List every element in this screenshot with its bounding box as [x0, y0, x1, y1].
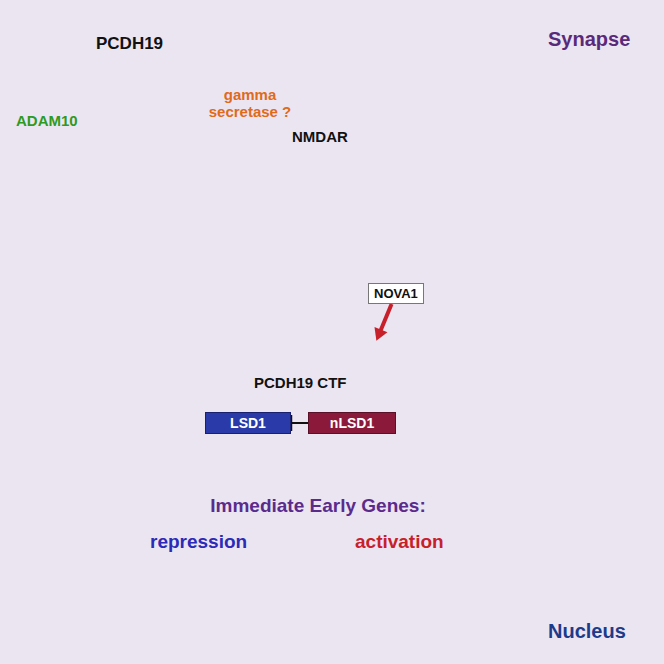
- dna-rung: [385, 462, 387, 477]
- dna-rung: [169, 463, 171, 475]
- dna-rung: [393, 465, 395, 474]
- node-text: nLSD1: [317, 415, 387, 431]
- dna-rung: [513, 461, 515, 477]
- receptor-label: NMDAR: [292, 128, 348, 145]
- dna-rung: [313, 468, 315, 470]
- dna-rung: [465, 461, 467, 477]
- dna-rung: [217, 465, 219, 474]
- dna-rung: [233, 465, 235, 474]
- cadherin-domain: [120, 109, 136, 129]
- dna-rung: [369, 463, 371, 475]
- dna-rung: [481, 465, 483, 474]
- stalk: [127, 186, 129, 196]
- dna-rung: [449, 467, 451, 472]
- dna-rung: [281, 463, 283, 475]
- dna-rung: [337, 461, 339, 477]
- dna-rung: [153, 462, 155, 477]
- cadherin-domain: [517, 147, 533, 167]
- dna-rung: [145, 465, 147, 474]
- dna-rung: [505, 462, 507, 477]
- node-text: repression: [150, 531, 247, 553]
- dna-rung: [457, 463, 459, 475]
- dna-rung: [209, 462, 211, 477]
- dna-rung: [177, 467, 179, 471]
- enzyme-label: gamma secretase ?: [208, 86, 292, 121]
- nuclear-envelope: [60, 337, 576, 627]
- dna-rung: [353, 467, 355, 471]
- histone: [349, 439, 409, 456]
- lsd1-box: LSD1: [205, 412, 291, 434]
- dna-rung: [265, 467, 267, 471]
- protein-label: PCDH19: [96, 34, 163, 54]
- connector: [374, 304, 391, 341]
- dna-rung: [249, 461, 251, 477]
- ctf-bar: [238, 396, 366, 408]
- node-text: NOVA1: [374, 286, 418, 301]
- cadherin-domain: [120, 147, 136, 167]
- dna-rung: [185, 467, 187, 472]
- dna-rung: [225, 468, 227, 470]
- region-label: Synapse: [548, 28, 630, 51]
- cadherin-domain: [120, 166, 136, 186]
- dna-rung: [305, 465, 307, 474]
- dna-rung: [377, 461, 379, 477]
- node-text: activation: [355, 531, 444, 553]
- cadherin-domain: [120, 128, 136, 148]
- cadherin-domain: [517, 52, 533, 72]
- cadherin-domain: [517, 109, 533, 129]
- nlsd1-box: nLSD1: [308, 412, 396, 434]
- dna-rung: [257, 463, 259, 475]
- cadherin-domain: [517, 90, 533, 110]
- dna-rung: [329, 462, 331, 477]
- dna-rung: [345, 463, 347, 475]
- dna-rung: [273, 467, 275, 472]
- cadherin-domain: [517, 71, 533, 91]
- dna-strand: [138, 461, 518, 477]
- dna-rung: [297, 462, 299, 477]
- connector: [291, 415, 308, 431]
- cadherin-domain: [517, 166, 533, 186]
- enzyme-label: ADAM10: [16, 112, 78, 129]
- node-text: Immediate Early Genes:: [58, 495, 578, 517]
- dna-rung: [193, 463, 195, 475]
- cadherin-domain: [120, 71, 136, 91]
- fragment-label: PCDH19 CTF: [254, 374, 347, 391]
- dna-rung: [361, 467, 363, 472]
- dna-rung: [401, 468, 403, 470]
- region-label: Nucleus: [548, 620, 626, 643]
- node-text: LSD1: [214, 415, 282, 431]
- histone: [205, 439, 271, 456]
- dna-rung: [161, 461, 163, 477]
- dna-rung: [473, 462, 475, 476]
- dna-rung: [321, 465, 323, 474]
- cadherin-domain: [517, 128, 533, 148]
- dna-rung: [489, 468, 491, 470]
- cadherin-domain: [120, 52, 136, 72]
- dna-rung: [241, 462, 243, 477]
- dna-rung: [497, 465, 499, 474]
- connector-line: [380, 304, 391, 332]
- dna-rung: [417, 462, 419, 477]
- dna-rung: [289, 461, 291, 477]
- stalk: [524, 186, 526, 200]
- dna-rung: [201, 461, 203, 477]
- dna-rung: [441, 467, 443, 471]
- connector-line: [291, 422, 308, 424]
- arrow-head: [374, 327, 387, 341]
- histone: [277, 439, 339, 456]
- dna-rung: [409, 465, 411, 474]
- dna-strand: [138, 461, 518, 477]
- nova1-box: NOVA1: [368, 283, 424, 304]
- cadherin-domain: [120, 90, 136, 110]
- dna-rung: [433, 463, 435, 475]
- dna-rung: [425, 461, 427, 477]
